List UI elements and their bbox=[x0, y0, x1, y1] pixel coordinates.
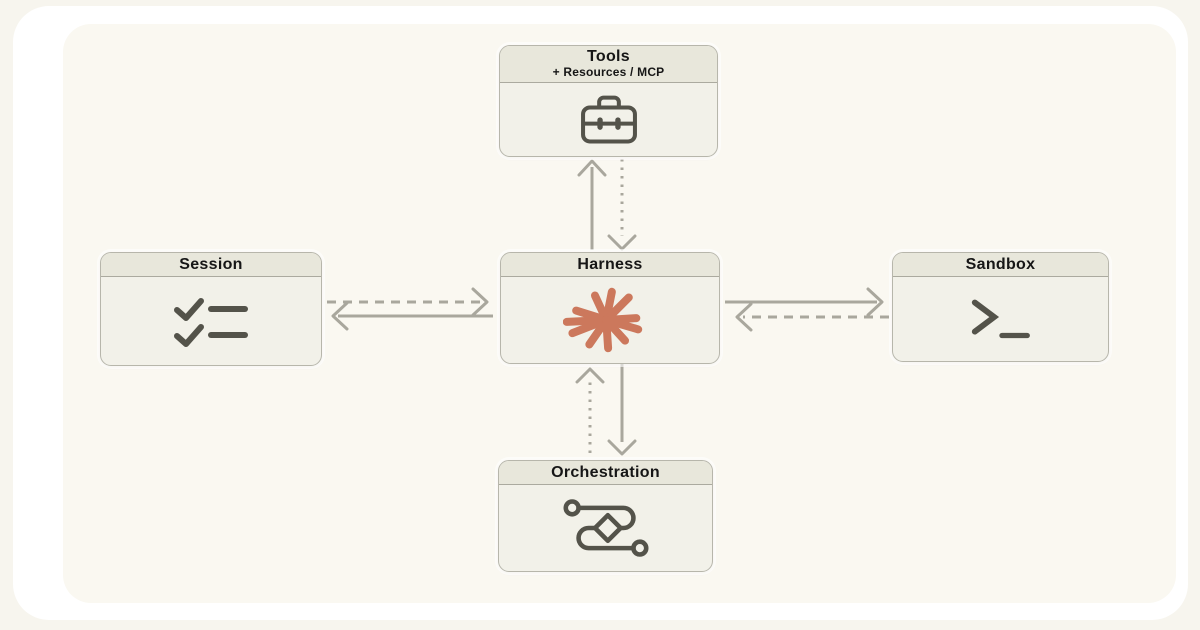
node-session-header: Session bbox=[101, 253, 321, 277]
node-orchestration-body bbox=[499, 485, 712, 571]
terminal-icon bbox=[971, 299, 1030, 339]
node-sandbox-body bbox=[893, 277, 1108, 361]
toolbox-icon bbox=[580, 95, 637, 144]
checklist-icon bbox=[174, 298, 248, 347]
node-sandbox: Sandbox bbox=[892, 252, 1109, 362]
node-tools-title: Tools bbox=[587, 48, 630, 65]
node-harness-header: Harness bbox=[501, 253, 719, 277]
node-orchestration: Orchestration bbox=[498, 460, 713, 572]
node-session: Session bbox=[100, 252, 322, 366]
node-tools: Tools + Resources / MCP bbox=[499, 45, 718, 157]
node-tools-body bbox=[500, 84, 717, 156]
node-harness: Harness bbox=[500, 252, 720, 364]
starburst-icon bbox=[563, 287, 643, 353]
node-tools-subtitle: + Resources / MCP bbox=[552, 65, 665, 79]
node-session-body bbox=[101, 277, 321, 365]
node-orchestration-header: Orchestration bbox=[499, 461, 712, 485]
node-tools-header: Tools + Resources / MCP bbox=[500, 46, 717, 83]
node-harness-body bbox=[501, 277, 719, 363]
workflow-icon bbox=[562, 499, 649, 557]
node-sandbox-header: Sandbox bbox=[893, 253, 1108, 277]
